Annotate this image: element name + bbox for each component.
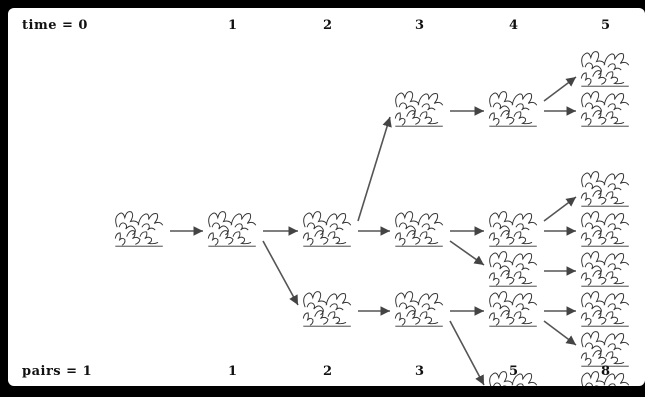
growth-arrow bbox=[543, 320, 577, 346]
pairs-value: 8 bbox=[601, 364, 611, 379]
time-value: 3 bbox=[415, 18, 425, 33]
rabbit-pair-icon bbox=[488, 291, 538, 327]
rabbit-pair-icon bbox=[394, 91, 444, 127]
growth-arrow bbox=[543, 196, 577, 222]
rabbit-pair-icon bbox=[580, 211, 630, 247]
rabbit-pair-icon bbox=[580, 291, 630, 327]
rabbit-pair-icon bbox=[580, 171, 630, 207]
rabbit-pair-icon bbox=[394, 211, 444, 247]
pairs-value: 3 bbox=[415, 364, 425, 379]
pairs-value: 5 bbox=[509, 364, 519, 379]
rabbit-pair-icon bbox=[488, 251, 538, 287]
time-value: 2 bbox=[323, 18, 333, 33]
growth-arrow bbox=[449, 320, 485, 386]
time-value: 4 bbox=[509, 18, 519, 33]
diagram-frame: time = 0 1 2 3 4 5 pairs = 1 1 2 3 bbox=[8, 8, 645, 386]
rabbit-pair-icon bbox=[580, 91, 630, 127]
rabbit-pair-icon bbox=[580, 251, 630, 287]
rabbit-pair-icon bbox=[488, 91, 538, 127]
pairs-value: 1 bbox=[228, 364, 238, 379]
rabbit-pair-icon bbox=[207, 211, 257, 247]
rabbit-pair-icon bbox=[394, 291, 444, 327]
growth-arrow bbox=[449, 240, 485, 266]
rabbit-pair-icon bbox=[580, 331, 630, 367]
time-value: 5 bbox=[601, 18, 611, 33]
rabbit-pair-icon bbox=[302, 291, 352, 327]
growth-arrow bbox=[357, 116, 392, 222]
growth-arrow bbox=[543, 76, 577, 102]
pairs-axis-label: pairs = 1 bbox=[22, 364, 93, 379]
rabbit-pair-icon bbox=[114, 211, 164, 247]
time-value: 1 bbox=[228, 18, 238, 33]
rabbit-pair-icon bbox=[302, 211, 352, 247]
rabbit-pair-icon bbox=[580, 51, 630, 87]
growth-arrow bbox=[262, 240, 299, 306]
pairs-value: 2 bbox=[323, 364, 333, 379]
rabbit-pair-icon bbox=[488, 211, 538, 247]
time-axis-label: time = 0 bbox=[22, 18, 88, 33]
rabbit-tree-diagram bbox=[114, 51, 630, 386]
